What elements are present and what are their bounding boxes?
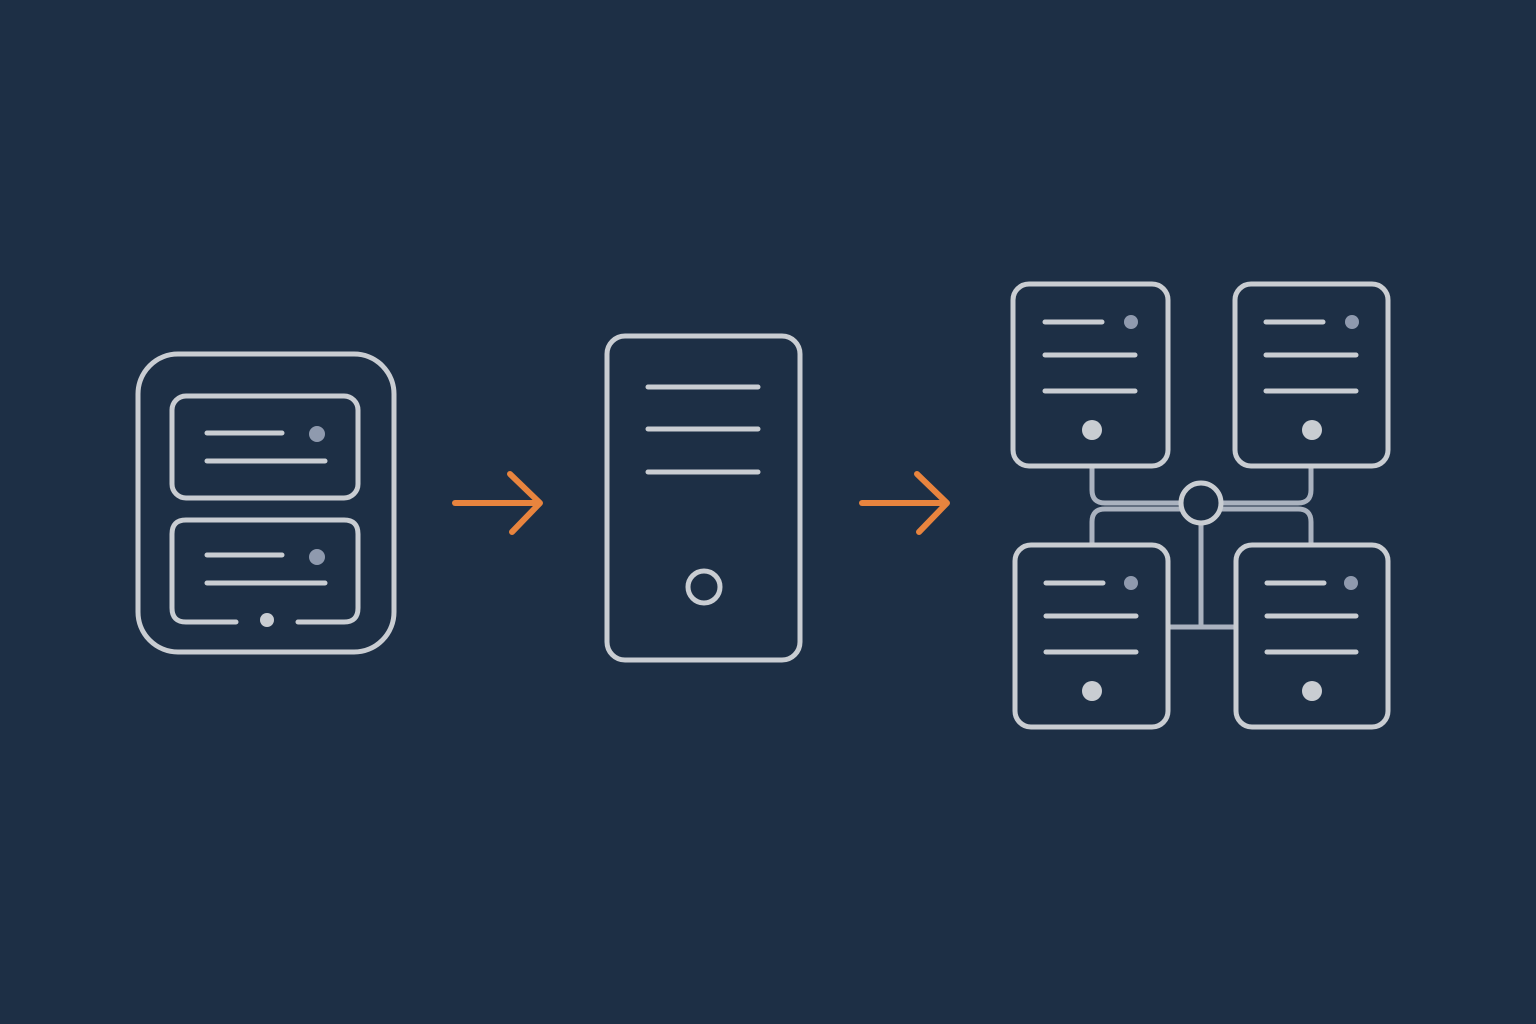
power-dot-icon: [260, 613, 274, 627]
distributed-cluster-icon: [1010, 281, 1391, 730]
cluster-node-bottom-right: [1233, 542, 1391, 730]
cluster-node-top-right: [1232, 281, 1391, 469]
cluster-node-bottom-left: [1012, 542, 1171, 730]
cluster-node-top-left: [1010, 281, 1171, 469]
tower-chassis: [604, 333, 803, 663]
server-unit-upper: [169, 393, 361, 501]
network-connectors: [1089, 463, 1314, 630]
status-led-icon: [1345, 315, 1359, 329]
server-chassis: [135, 351, 397, 655]
arrow-right-icon: [452, 471, 543, 535]
power-dot-icon: [1082, 420, 1102, 440]
arrow-right-icon: [859, 471, 950, 535]
status-led-icon: [309, 426, 325, 442]
status-led-icon: [1124, 315, 1138, 329]
network-hub-icon: [1178, 480, 1224, 526]
status-led-icon: [309, 549, 325, 565]
power-button-icon: [685, 568, 723, 606]
tower-server-icon: [604, 333, 803, 663]
monolithic-server-icon: [135, 351, 397, 655]
status-led-icon: [1344, 576, 1358, 590]
power-dot-icon: [1302, 681, 1322, 701]
server-unit-lower: [169, 517, 361, 627]
power-dot-icon: [1082, 681, 1102, 701]
power-dot-icon: [1302, 420, 1322, 440]
status-led-icon: [1124, 576, 1138, 590]
